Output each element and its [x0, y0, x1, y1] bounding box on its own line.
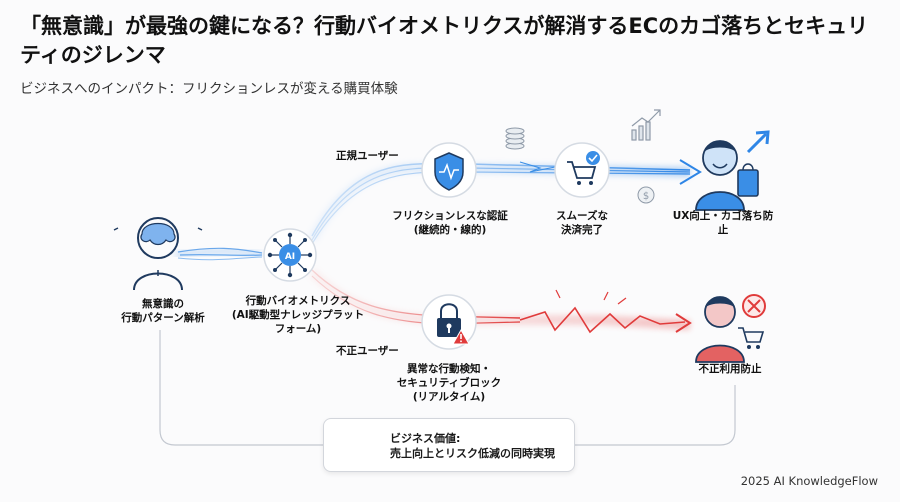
ai-label: 行動バイオメトリクス(AI駆動型ナレッジプラットフォーム) — [231, 295, 365, 335]
ai-icon: AI — [263, 228, 317, 282]
business-value-box: ビジネス価値: 売上向上とリスク低減の同時実現 — [323, 418, 575, 472]
fraud-prevent-label: 不正利用防止 — [698, 363, 762, 375]
legit-path-label: 正規ユーザー — [336, 150, 399, 162]
footer-credit: 2025 AI KnowledgeFlow — [740, 474, 878, 488]
block-label: 異常な行動検知・セキュリティブロック(リアルタイム) — [396, 363, 502, 403]
ai-icon-text: AI — [285, 252, 295, 262]
page-title: 「無意識」が最強の鍵になる？行動バイオメトリクスが解消するECのカゴ落ちとセキュ… — [20, 14, 869, 67]
growth-chart-icon — [631, 109, 661, 141]
auth-label: フリクションレスな認証(継続的・線的) — [392, 210, 508, 236]
fraud-user-icon — [695, 294, 766, 363]
user-label: 無意識の行動パターン解析 — [121, 298, 205, 324]
bottom-bracket — [159, 330, 736, 446]
business-value-text: ビジネス価値: 売上向上とリスク低減の同時実現 — [390, 432, 555, 460]
shield-icon — [421, 142, 477, 198]
dollar-coin-icon: $ — [637, 186, 655, 204]
happy-user-icon — [695, 130, 770, 211]
user-brain-icon — [113, 217, 203, 291]
fraud-path-label: 不正ユーザー — [336, 345, 399, 357]
payment-label: スムーズな決済完了 — [556, 210, 608, 236]
page-subtitle: ビジネスへのインパクト：フリクションレスが変える購買体験 — [20, 81, 398, 97]
input-stream — [174, 247, 263, 261]
svg-text:$: $ — [643, 191, 649, 202]
lock-warning-icon — [421, 294, 477, 350]
coin-stack-icon — [505, 127, 525, 150]
ux-label: UX向上・カゴ落ち防止 — [672, 210, 774, 236]
cart-check-icon — [554, 142, 610, 198]
